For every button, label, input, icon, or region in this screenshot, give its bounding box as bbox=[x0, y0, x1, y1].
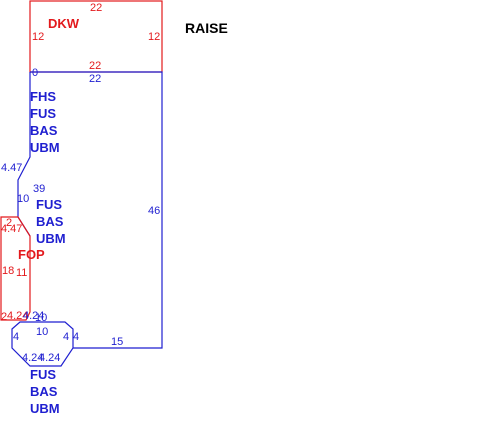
blue-mid-label: FUS bbox=[36, 197, 62, 212]
red-left-dim-bottom-b: 4.24 bbox=[7, 310, 28, 322]
blue-main-dim-bottom: 15 bbox=[111, 336, 123, 348]
blue-bottom-dim-bottom-a: 4.24 bbox=[22, 352, 43, 364]
blue-bottom-dim-left: 4 bbox=[13, 331, 19, 343]
blue-main-label: UBM bbox=[30, 140, 60, 155]
red-left-shape bbox=[0, 216, 31, 321]
blue-main-dim-top: 22 bbox=[89, 73, 101, 85]
diagram-title: RAISE bbox=[185, 20, 228, 36]
red-top-label: DKW bbox=[48, 16, 80, 31]
red-left-label: FOP bbox=[18, 247, 45, 262]
blue-mid-label: BAS bbox=[36, 214, 64, 229]
blue-main-dim-right: 46 bbox=[148, 205, 160, 217]
blue-main-left-edge bbox=[17, 72, 31, 237]
red-left-dim-bottom-c: 4.24 bbox=[23, 310, 44, 322]
blue-main-dim-left-b: 10 bbox=[17, 193, 29, 205]
blue-bottom-label: BAS bbox=[30, 384, 58, 399]
blue-bottom-label: UBM bbox=[30, 401, 60, 416]
blue-main-dim-outer: 4.47 bbox=[1, 162, 22, 174]
blue-main-dim-left-a: 39 bbox=[33, 183, 45, 195]
blue-bottom-dim-right-a: 4 bbox=[63, 331, 69, 343]
blue-bottom-dim-top-a: 10 bbox=[35, 312, 47, 324]
blue-bottom-dim-bottom-b: 4.24 bbox=[39, 352, 60, 364]
blue-mid-label: UBM bbox=[36, 231, 66, 246]
red-left-dim-top: 2 bbox=[6, 217, 12, 229]
blue-main-corner-dim: 0 bbox=[32, 67, 38, 79]
red-top-dim-top: 22 bbox=[90, 2, 102, 14]
blue-bottom-dim-top-b: 10 bbox=[36, 326, 48, 338]
red-top-dim-right: 12 bbox=[148, 31, 160, 43]
blue-bottom-shape bbox=[11, 321, 74, 367]
red-left-dim-diag: 4.47 bbox=[1, 223, 22, 235]
red-left-dim-bottom-a: 2 bbox=[1, 311, 7, 323]
red-left-dim-left: 18 bbox=[2, 265, 14, 277]
blue-main-label: BAS bbox=[30, 123, 58, 138]
blue-bottom-label: FUS bbox=[30, 367, 56, 382]
red-top-dim-left: 12 bbox=[32, 31, 44, 43]
blue-bottom-dim-right-b: 4 bbox=[73, 331, 79, 343]
red-left-dim-right: 11 bbox=[16, 267, 27, 279]
red-top-dim-bottom: 22 bbox=[89, 60, 101, 72]
blue-main-outline bbox=[30, 71, 163, 349]
blue-main-label: FUS bbox=[30, 106, 56, 121]
blue-main-label: FHS bbox=[30, 89, 56, 104]
